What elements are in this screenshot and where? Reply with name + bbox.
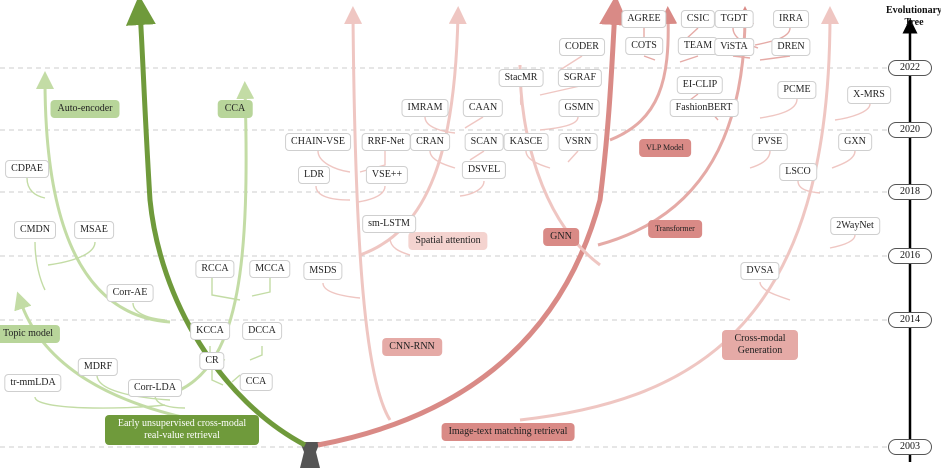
method-irra: IRRA (773, 10, 809, 28)
label-root-right: Image-text matching retrieval (441, 423, 575, 441)
method-ei-clip: EI-CLIP (676, 76, 724, 94)
method-rrf-net: RRF-Net (361, 133, 411, 151)
method-corr-lda: Corr-LDA (127, 379, 183, 397)
label-cca: CCA (217, 100, 253, 118)
branch-unsupervised (125, 0, 307, 448)
branch-auto-encoder (36, 71, 171, 324)
label-gnn: GNN (543, 228, 579, 246)
method-mdrf: MDRF (77, 358, 119, 376)
method-caan: CAAN (462, 99, 504, 117)
method-agree: AGREE (621, 10, 667, 28)
method-cmdn: CMDN (13, 221, 57, 239)
label-topic-model: Topic model (0, 325, 61, 343)
method-sm-lstm: sm-LSTM (362, 215, 416, 233)
label-cnn-rnn: CNN-RNN (382, 338, 442, 356)
year-2020: 2020 (888, 122, 932, 138)
year-2014: 2014 (888, 312, 932, 328)
year-2003: 2003 (888, 439, 932, 455)
branch-spatial-attention (359, 6, 467, 257)
branch-cnn-rnn (344, 6, 392, 421)
method-fashionbert: FashionBERT (669, 99, 739, 117)
label-vlp-model: VLP Model (639, 139, 691, 157)
method-cdpae: CDPAE (5, 160, 49, 178)
method-cots: COTS (625, 37, 663, 55)
method-pcme: PCME (777, 81, 817, 99)
method-vista: ViSTA (714, 38, 754, 56)
method-dsvel: DSVEL (461, 161, 507, 179)
branch-transformer (597, 6, 754, 247)
method-tgdt: TGDT (714, 10, 754, 28)
branch-vlp (609, 6, 678, 142)
method-scan: SCAN (464, 133, 504, 151)
method-sgraf: SGRAF (557, 69, 603, 87)
label-auto-encoder: Auto-encoder (50, 100, 120, 118)
method-chain-vse: CHAIN-VSE (285, 133, 351, 151)
year-2022: 2022 (888, 60, 932, 76)
axis-title: Evolutionary Tree (884, 5, 941, 29)
method-2waynet: 2WayNet (830, 217, 880, 235)
method-dcca: DCCA (242, 322, 282, 340)
year-2018: 2018 (888, 184, 932, 200)
method-lsco: LSCO (779, 163, 817, 181)
method-gsmn: GSMN (558, 99, 600, 117)
method-rcca: RCCA (195, 260, 235, 278)
year-grid (0, 67, 905, 448)
method-vse-pp: VSE++ (365, 166, 409, 184)
method-cran: CRAN (410, 133, 450, 151)
method-team: TEAM (677, 37, 719, 55)
method-stacmr: StacMR (498, 69, 544, 87)
method-kcca: KCCA (190, 322, 230, 340)
branch-cross-modal-generation (519, 6, 839, 422)
label-transformer: Transformer (648, 220, 702, 238)
axis-title-line2: Tree (904, 17, 924, 28)
method-pvse: PVSE (751, 133, 789, 151)
method-tr-mmlda: tr-mmLDA (4, 374, 62, 392)
axis-title-line1: Evolutionary (885, 5, 941, 16)
method-kasce: KASCE (503, 133, 549, 151)
method-corr-ae: Corr-AE (106, 284, 154, 302)
method-msae: MSAE (74, 221, 114, 239)
method-coder: CODER (559, 38, 605, 56)
method-csic: CSIC (680, 10, 716, 28)
method-cr: CR (199, 352, 225, 370)
method-dvsa: DVSA (740, 262, 780, 280)
branch-cca (179, 81, 255, 392)
method-msds: MSDS (303, 262, 343, 280)
tree-stump (300, 442, 320, 468)
method-vsrn: VSRN (558, 133, 598, 151)
method-mcca: MCCA (249, 260, 291, 278)
method-x-mrs: X-MRS (847, 86, 891, 104)
label-root-left: Early unsupervised cross-modal real-valu… (105, 415, 259, 445)
label-spatial-attention: Spatial attention (408, 232, 488, 250)
year-2016: 2016 (888, 248, 932, 264)
method-dren: DREN (771, 38, 811, 56)
method-gxn: GXN (838, 133, 872, 151)
label-cross-modal-generation: Cross-modal Generation (722, 330, 798, 360)
method-imram: IMRAM (401, 99, 449, 117)
method-ldr: LDR (298, 166, 330, 184)
method-cca-leaf: CCA (239, 373, 273, 391)
